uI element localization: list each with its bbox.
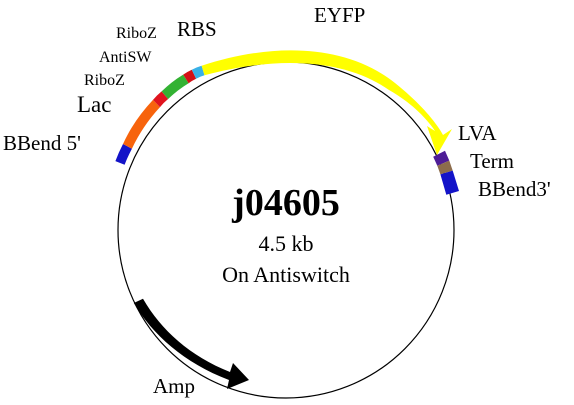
term-segment	[437, 160, 453, 175]
feature-label-riboz1: RiboZ	[84, 72, 125, 89]
feature-label-antisw: AntiSW	[99, 49, 152, 66]
bbend3-segment	[440, 170, 459, 195]
feature-label-bbend5: BBend 5'	[3, 131, 81, 155]
feature-label-rbs: RBS	[177, 17, 217, 41]
plasmid-name: j04605	[231, 182, 340, 224]
backbone-circle	[117, 61, 455, 399]
amp-arrow	[133, 298, 249, 389]
plasmid-state: On Antiswitch	[222, 262, 350, 287]
feature-label-riboz2: RiboZ	[116, 25, 157, 42]
rbs-segment	[191, 65, 205, 79]
feature-label-term: Term	[470, 149, 514, 173]
riboz2-segment	[183, 69, 197, 84]
feature-label-lva: LVA	[458, 121, 497, 145]
eyfp-arrow	[201, 50, 452, 155]
feature-label-lac: Lac	[77, 92, 111, 117]
feature-label-amp: Amp	[153, 374, 195, 398]
feature-label-bbend3: BBend3'	[478, 177, 551, 201]
lac-segment	[123, 99, 160, 149]
antisw-segment	[161, 74, 189, 99]
plasmid-size: 4.5 kb	[259, 231, 314, 256]
feature-label-eyfp: EYFP	[314, 3, 365, 27]
riboz1-segment	[153, 91, 169, 108]
bbend5-segment	[115, 144, 132, 165]
lva-segment	[433, 150, 450, 166]
